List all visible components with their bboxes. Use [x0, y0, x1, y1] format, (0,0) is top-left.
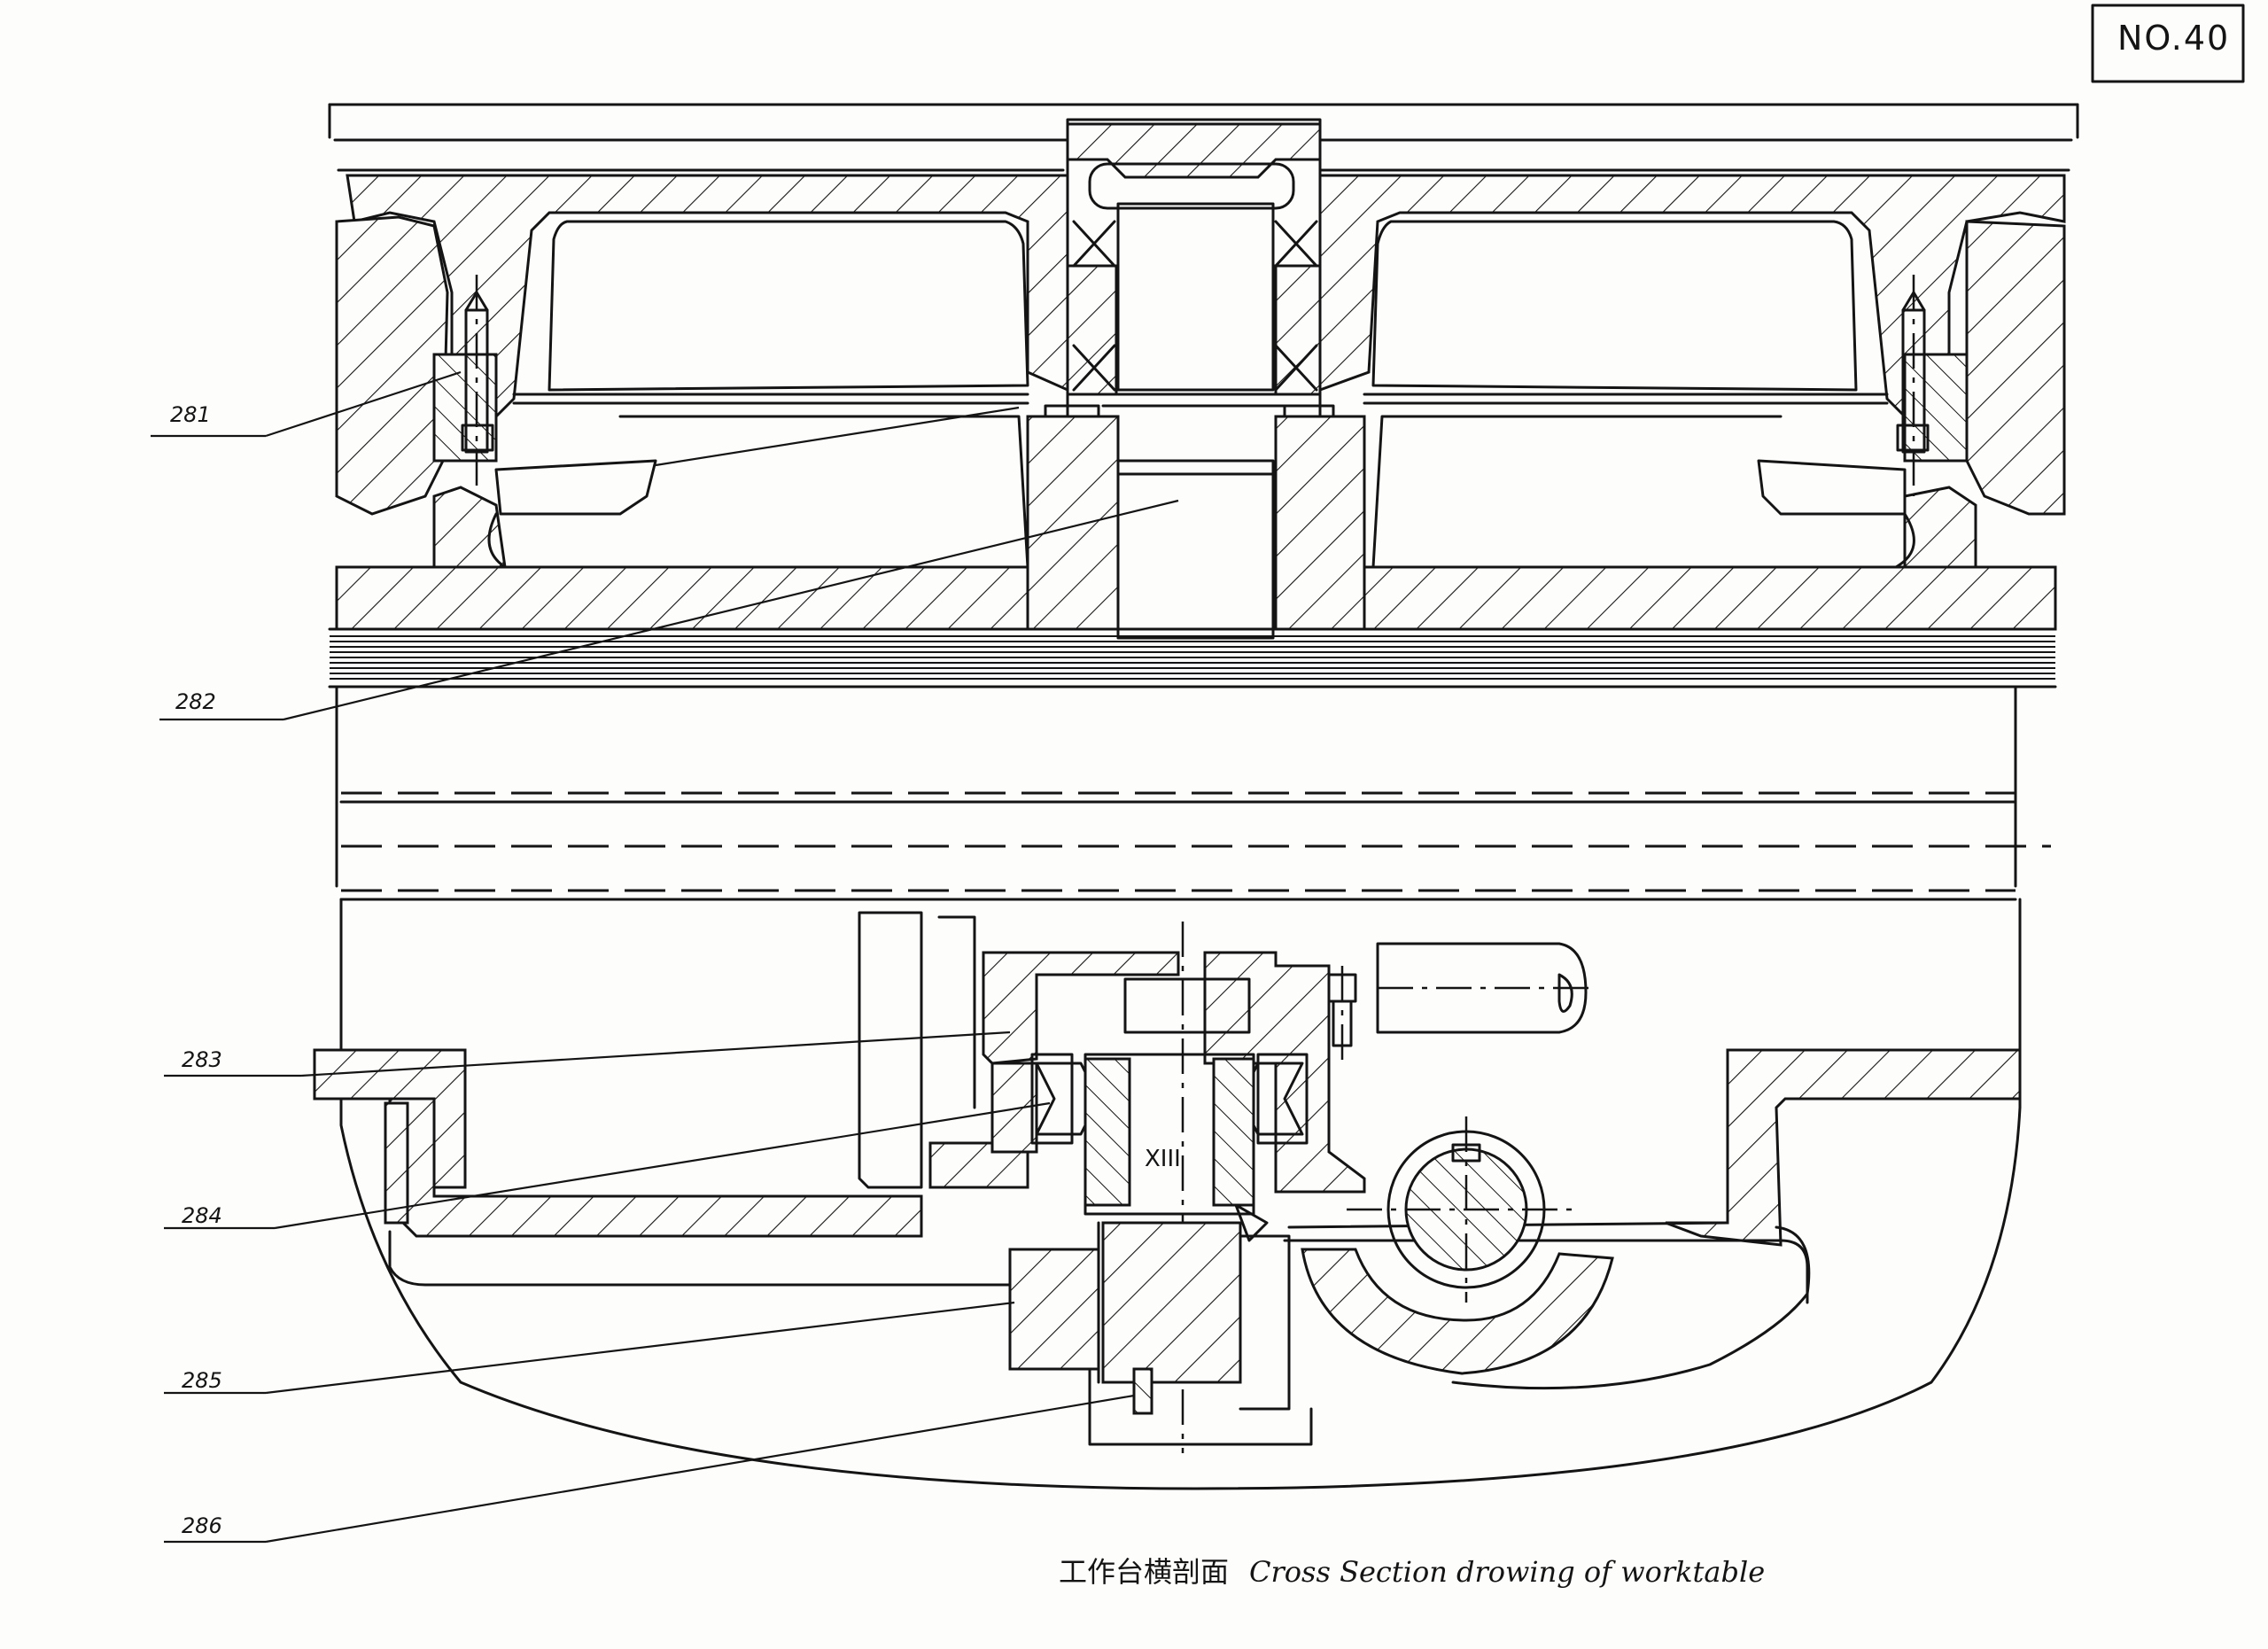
caption-chinese: 工作台横剖面	[1059, 1555, 1229, 1589]
callout-label-286: 286	[182, 1513, 222, 1538]
drive-shaft	[1376, 942, 1595, 1034]
callout-label-281: 281	[170, 402, 211, 427]
worktable-upper-section	[328, 103, 2079, 888]
shaft-mark: XIII	[1145, 1146, 1181, 1172]
callout-label-284: 284	[182, 1203, 222, 1228]
callout-284: 284	[164, 1101, 1051, 1230]
worm-gear	[1301, 1116, 1614, 1375]
lower-gearbox-section: XIII	[313, 898, 2022, 1490]
callout-label-282: 282	[175, 689, 216, 714]
slideway-band	[328, 627, 2057, 688]
upper-right-bolt	[1327, 966, 1357, 1063]
callout-label-285: 285	[182, 1368, 222, 1393]
page-number-stamp: NO.40	[2091, 4, 2245, 83]
gear-shaft-assembly: XIII	[928, 922, 1366, 1453]
caption-english: Cross Section drowing of worktable	[1249, 1555, 1765, 1589]
callout-286: 286	[164, 1394, 1135, 1544]
callout-label-283: 283	[182, 1047, 222, 1072]
hidden-lines-band	[339, 791, 2051, 901]
right-clamp-bolt	[1896, 275, 1969, 496]
callout-282: 282	[159, 499, 1179, 721]
page-number: NO.40	[2117, 19, 2230, 58]
drawing-caption: 工作台横剖面 Cross Section drowing of worktabl…	[1059, 1555, 1765, 1589]
callout-285: 285	[164, 1301, 1015, 1395]
central-bearing-housing	[1026, 118, 1366, 640]
callout-281: 281	[151, 370, 1020, 467]
callout-283: 283	[164, 1031, 1011, 1077]
left-clamp-bolt	[432, 275, 498, 496]
